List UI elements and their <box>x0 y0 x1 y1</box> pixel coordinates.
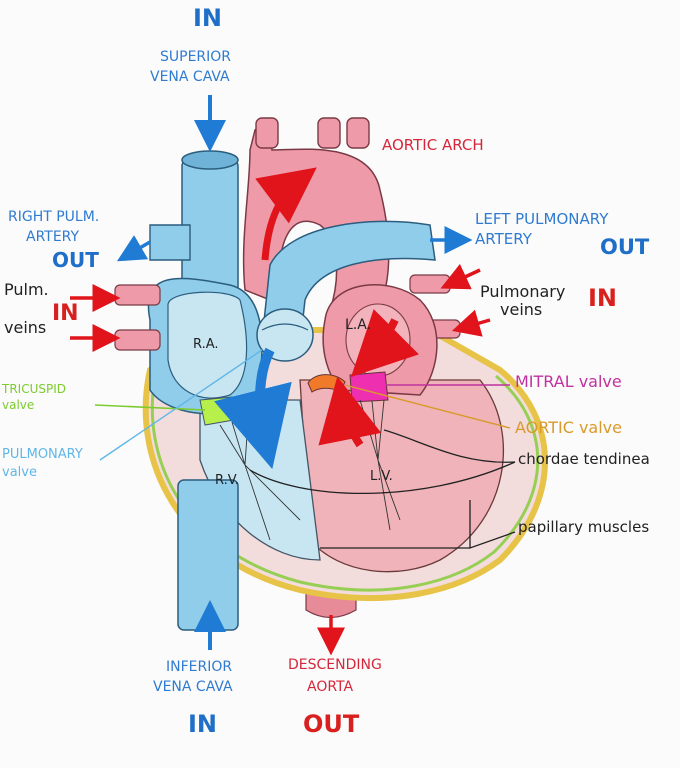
pulm-veins-left-in-label: IN <box>52 301 79 326</box>
right-pulm-artery-label-1: RIGHT PULM. <box>8 209 100 225</box>
tricuspid-label-2: valve <box>2 398 35 412</box>
aortic-valve-label: AORTIC valve <box>515 418 622 437</box>
la-label: L.A. <box>345 317 372 333</box>
ra-label: R.A. <box>193 337 219 352</box>
ivc-label-1: INFERIOR <box>166 659 233 675</box>
pulm-veins-left-label-2: veins <box>4 318 47 337</box>
pulm-vein-right-1 <box>409 274 451 294</box>
pulm-vein-left-1 <box>114 284 161 306</box>
left-pulm-artery-out-label: OUT <box>600 235 650 259</box>
pulmonary-valve-label-2: valve <box>2 465 37 480</box>
pulm-veins-right-in-label: IN <box>588 284 618 312</box>
chordae-leader <box>249 429 516 494</box>
ivc-label-2: VENA CAVA <box>153 679 233 695</box>
aortic-arch-label: AORTIC ARCH <box>382 136 484 154</box>
svc-label-2: VENA CAVA <box>150 69 230 85</box>
descending-aorta-label-1: DESCENDING <box>288 657 382 673</box>
pulmonary-valve <box>256 308 314 362</box>
chordae-tendineae-label: chordae tendinea <box>518 450 650 468</box>
pulm-veins-right-label-2: veins <box>500 300 543 319</box>
papillary-muscles-label: papillary muscles <box>518 518 650 536</box>
mitral-valve-label: MITRAL valve <box>515 372 622 391</box>
right-pulm-artery-label-2: ARTERY <box>26 229 80 245</box>
pulm-veins-left-label-1: Pulm. <box>4 280 49 299</box>
right-pulm-artery-arrow <box>116 235 151 262</box>
left-pulm-artery-label-2: ARTERY <box>475 230 532 248</box>
tricuspid-leader <box>94 404 206 411</box>
right-pulmonary-artery <box>149 224 191 261</box>
tricuspid-label-1: TRICUSPID <box>2 382 67 396</box>
svc-label-1: SUPERIOR <box>160 49 232 65</box>
ivc-in-label: IN <box>188 710 218 738</box>
descending-aorta-out-label: OUT <box>303 710 360 738</box>
aortic-valve-leader <box>344 384 511 429</box>
descending-aorta-label-2: AORTA <box>307 679 354 695</box>
mitral-valve-shape <box>349 371 389 403</box>
svc-in-label: IN <box>193 4 223 32</box>
pulm-veins-right-label-1: Pulmonary <box>480 282 566 301</box>
pulm-vein-right-arrow-2 <box>451 309 491 337</box>
pulmonary-valve-leader <box>99 349 263 461</box>
pulm-vein-left-2 <box>114 329 161 351</box>
pulm-vein-right-arrow-1 <box>440 263 481 290</box>
rv-label: R.V. <box>215 473 240 488</box>
papillary-leader <box>320 500 516 549</box>
left-pulm-artery-label-1: LEFT PULMONARY <box>475 210 609 228</box>
right-pulm-artery-out-label: OUT <box>52 248 99 272</box>
lv-label: L.V. <box>370 469 393 484</box>
inferior-vena-cava <box>177 479 239 631</box>
pulmonary-trunk <box>261 220 436 346</box>
pulmonary-valve-label-1: PULMONARY <box>2 447 83 462</box>
